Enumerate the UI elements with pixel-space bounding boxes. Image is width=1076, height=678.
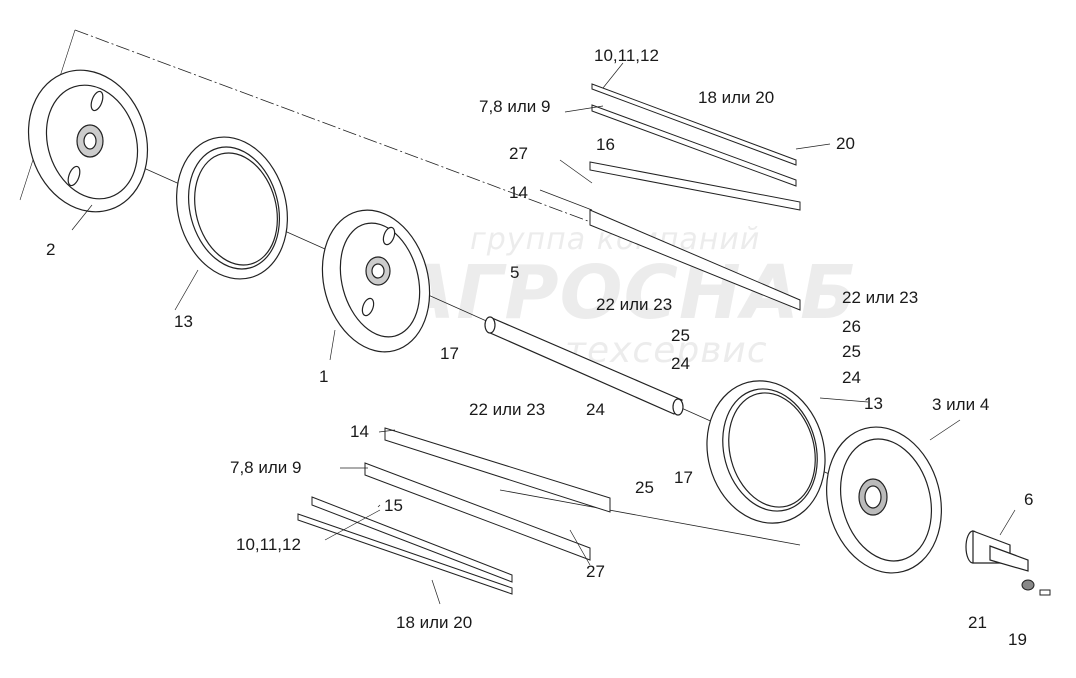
label-22-or-23-mid: 22 или 23 xyxy=(596,295,673,314)
hub-6 xyxy=(965,530,1029,572)
label-24-right: 24 xyxy=(842,368,861,387)
label-19: 19 xyxy=(1008,630,1027,649)
bracket-14-top xyxy=(589,209,801,311)
bolt-19 xyxy=(1039,589,1051,596)
label-20: 20 xyxy=(836,134,855,153)
axis-line-lower xyxy=(499,489,801,546)
label-25-right: 25 xyxy=(842,342,861,361)
ring-13-right xyxy=(706,380,826,524)
label-24-mid: 24 xyxy=(671,354,690,373)
disc-1 xyxy=(321,209,431,353)
label-13-left: 13 xyxy=(174,312,193,331)
label-26: 26 xyxy=(842,317,861,336)
label-10-11-12-top: 10,11,12 xyxy=(594,46,659,65)
label-21: 21 xyxy=(968,613,987,632)
bracket-14-low xyxy=(384,427,611,513)
label-17-low: 17 xyxy=(674,468,693,487)
shaft-5 xyxy=(484,316,684,416)
label-25-mid: 25 xyxy=(671,326,690,345)
label-7-8-or-9-low: 7,8 или 9 xyxy=(230,458,302,477)
strip-16 xyxy=(589,161,801,211)
label-18-or-20-low: 18 или 20 xyxy=(396,613,473,632)
label-1: 1 xyxy=(319,367,329,386)
label-15: 15 xyxy=(384,496,403,515)
label-5: 5 xyxy=(510,263,520,282)
label-3-or-4: 3 или 4 xyxy=(932,395,990,414)
label-27-top: 27 xyxy=(509,144,528,163)
label-13-right: 13 xyxy=(864,394,883,413)
label-18-or-20-top: 18 или 20 xyxy=(698,88,775,107)
label-6: 6 xyxy=(1024,490,1034,509)
ring-13-left xyxy=(176,136,288,280)
label-24-low: 24 xyxy=(586,400,605,419)
label-16: 16 xyxy=(596,135,615,154)
strip-10-11-12-low xyxy=(297,513,513,595)
label-10-11-12-low: 10,11,12 xyxy=(236,535,301,554)
label-27-low: 27 xyxy=(586,562,605,581)
label-25-low: 25 xyxy=(635,478,654,497)
label-17-top: 17 xyxy=(440,344,459,363)
label-7-8-or-9-top: 7,8 или 9 xyxy=(479,97,551,116)
label-14-low: 14 xyxy=(350,422,369,441)
strip-7-8-9-low xyxy=(364,462,591,561)
nut-21 xyxy=(1021,579,1035,591)
label-14-top: 14 xyxy=(509,183,528,202)
leader-lines xyxy=(71,62,1016,605)
label-22-or-23-low: 22 или 23 xyxy=(469,400,546,419)
disc-3-or-4 xyxy=(826,426,942,574)
disc-2 xyxy=(27,69,149,213)
strip-15 xyxy=(311,496,513,583)
label-22-or-23-right: 22 или 23 xyxy=(842,288,919,307)
label-2: 2 xyxy=(46,240,56,259)
strip-10-11-12-top xyxy=(591,83,797,187)
